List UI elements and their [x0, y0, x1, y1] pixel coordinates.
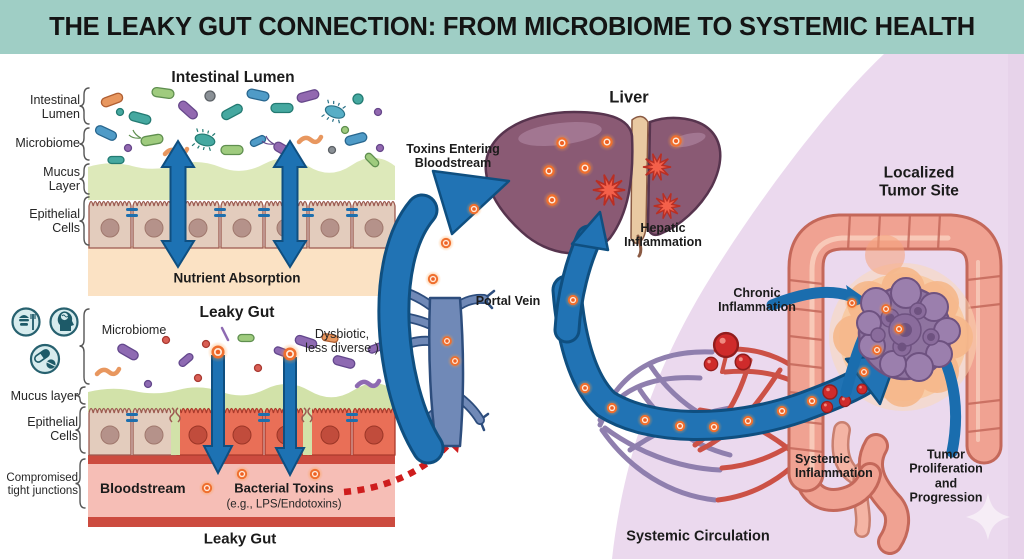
label-mucus-healthy: Mucus Layer	[43, 164, 80, 193]
toxin-dot	[278, 342, 302, 366]
label-systemic-inflammation: Systemic Inflammation	[795, 451, 873, 480]
label-epithelial-leaky: Epithelial Cells	[27, 414, 78, 443]
label-compromised-junctions: Compromised tight junctions	[6, 471, 78, 497]
stress-icon	[49, 307, 79, 337]
cause-icons	[11, 307, 79, 375]
leaky-bottom-caption: Leaky Gut	[203, 530, 277, 548]
label-portal-vein: Portal Vein	[475, 293, 541, 308]
toxin-dot	[206, 340, 230, 364]
colon-illustration	[787, 213, 1003, 555]
label-bacterial-toxins: Bacterial Toxins	[234, 480, 334, 496]
label-dysbiotic: Dysbiotic, less diverse )	[305, 326, 379, 355]
label-bacterial-toxins-sub: (e.g., LPS/Endotoxins)	[226, 498, 342, 511]
dysbiotic-bacteria	[97, 326, 386, 388]
label-bloodstream: Bloodstream	[100, 480, 186, 497]
diet-icon	[11, 307, 41, 337]
liver-heading: Liver	[609, 88, 649, 107]
healthy-panel-heading: Intestinal Lumen	[171, 69, 295, 87]
leaky-panel-heading: Leaky Gut	[199, 304, 275, 322]
bloodstream-flow-arrows	[377, 169, 900, 465]
mucus-layer-leaky	[88, 383, 395, 412]
label-braces	[75, 87, 90, 509]
label-microbiome-leaky: Microbiome	[101, 322, 167, 337]
mucus-layer-healthy	[88, 157, 395, 200]
label-mucus-leaky: Mucus layer	[10, 388, 78, 403]
label-hepatic-inflammation: Hepatic Inflammation	[624, 220, 702, 249]
nutrient-band	[88, 246, 395, 296]
epithelial-cells-healthy	[88, 200, 396, 249]
label-intestinal-lumen: Intestinal Lumen	[29, 92, 80, 121]
medication-icon	[29, 343, 61, 375]
leaky-gut-panel	[11, 307, 461, 527]
tumor-site-heading: Localized Tumor Site	[879, 164, 959, 199]
label-epithelial-healthy: Epithelial Cells	[29, 206, 80, 235]
page-title: THE LEAKY GUT CONNECTION: FROM MICROBIOM…	[49, 12, 975, 41]
label-tumor-proliferation: Tumor Proliferation and Progression	[909, 447, 983, 505]
label-chronic-inflammation: Chronic Inflammation	[718, 285, 796, 314]
epithelial-cells-leaky	[88, 404, 396, 456]
nutrient-absorption-caption: Nutrient Absorption	[173, 270, 301, 286]
microbiome-bacteria-healthy	[93, 86, 385, 169]
label-microbiome-healthy: Microbiome	[15, 135, 80, 150]
healthy-gut-panel	[88, 86, 396, 296]
title-banner: THE LEAKY GUT CONNECTION: FROM MICROBIOM…	[0, 0, 1024, 54]
sparkle-icon	[966, 493, 1010, 540]
label-toxins-entering: Toxins Entering Bloodstream	[406, 141, 500, 170]
label-systemic-circulation: Systemic Circulation	[626, 528, 770, 545]
